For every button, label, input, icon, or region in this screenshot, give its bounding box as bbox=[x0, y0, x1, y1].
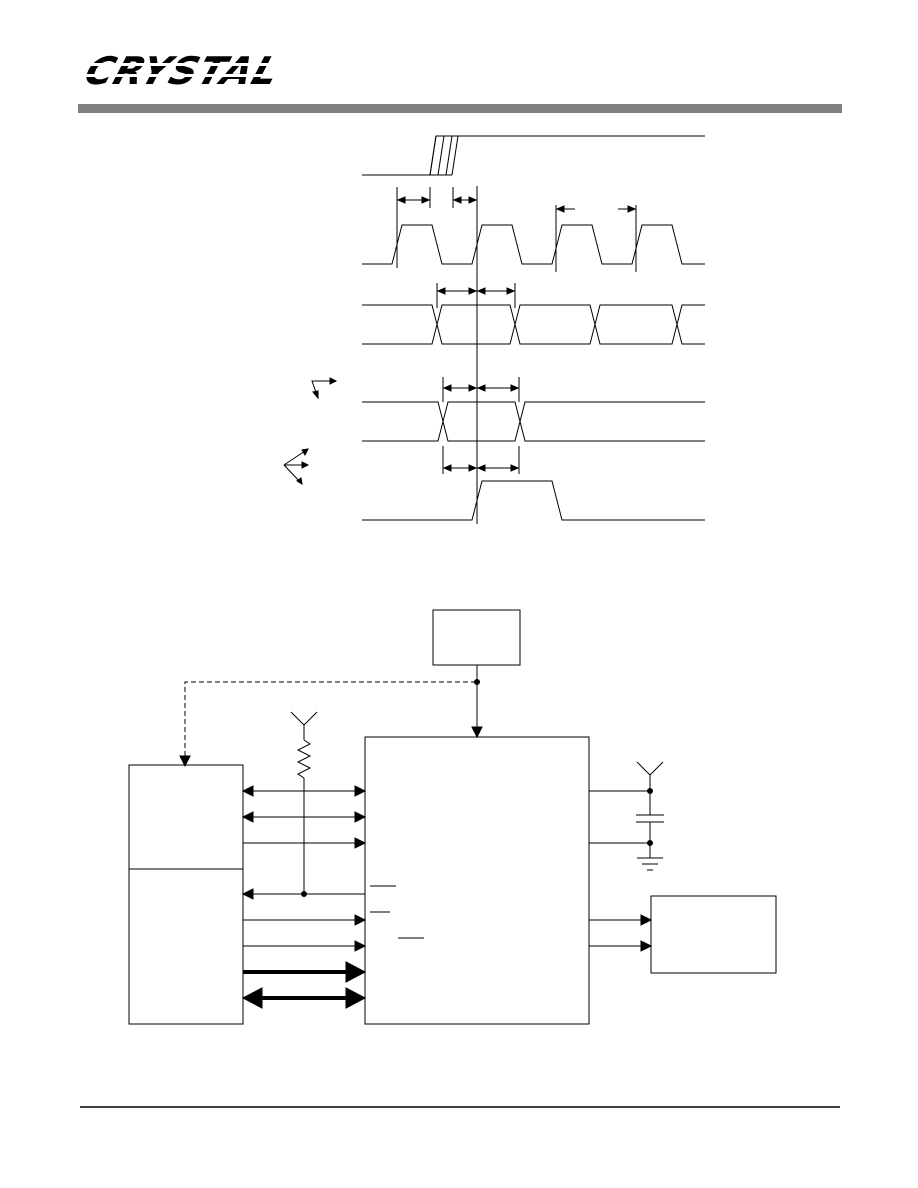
header-rule bbox=[78, 104, 842, 113]
signal-line-5 bbox=[243, 914, 367, 926]
connection-diagram bbox=[128, 609, 777, 1025]
supply-fork-icon bbox=[290, 711, 305, 726]
dashed-clock-line bbox=[184, 681, 476, 758]
clock-source-box bbox=[432, 609, 521, 666]
output-line-1 bbox=[589, 914, 653, 926]
crystal-logo: CRYSTAL bbox=[70, 50, 326, 94]
timing-clock-signal bbox=[362, 224, 705, 265]
timing-signal-1 bbox=[362, 135, 705, 176]
signal-line-6 bbox=[243, 940, 367, 952]
main-ic-box bbox=[364, 736, 590, 1025]
decoupling-network bbox=[589, 761, 664, 871]
signal-line-3 bbox=[243, 837, 367, 849]
output-device-box bbox=[650, 895, 777, 974]
timing-measure-row-1 bbox=[396, 187, 637, 272]
timing-measure-row-2 bbox=[436, 283, 516, 308]
pull-up-resistor bbox=[290, 711, 318, 897]
output-line-2 bbox=[589, 940, 653, 952]
timing-pulse-signal bbox=[362, 480, 705, 521]
resistor-icon bbox=[296, 739, 312, 779]
data-bus-bidirectional bbox=[241, 987, 367, 1009]
signal-line-1 bbox=[241, 785, 367, 797]
timing-data-bus bbox=[362, 304, 705, 345]
logo-wordmark: CRYSTAL bbox=[79, 50, 285, 94]
timing-measure-row-3 bbox=[442, 377, 520, 402]
timing-measure-row-4 bbox=[442, 446, 520, 474]
signal-line-4 bbox=[241, 888, 365, 900]
timing-signal-4 bbox=[362, 401, 705, 442]
header: CRYSTAL bbox=[70, 50, 842, 113]
timing-diagram bbox=[283, 135, 705, 524]
timing-pointer-arrows bbox=[283, 377, 338, 485]
clock-arrow-down bbox=[471, 726, 483, 739]
signal-line-2 bbox=[241, 811, 367, 823]
ground-symbol-icon bbox=[637, 857, 663, 871]
supply-fork-icon-right bbox=[636, 761, 651, 776]
data-bus-unidirectional bbox=[243, 961, 367, 983]
host-controller-box bbox=[128, 764, 244, 1025]
